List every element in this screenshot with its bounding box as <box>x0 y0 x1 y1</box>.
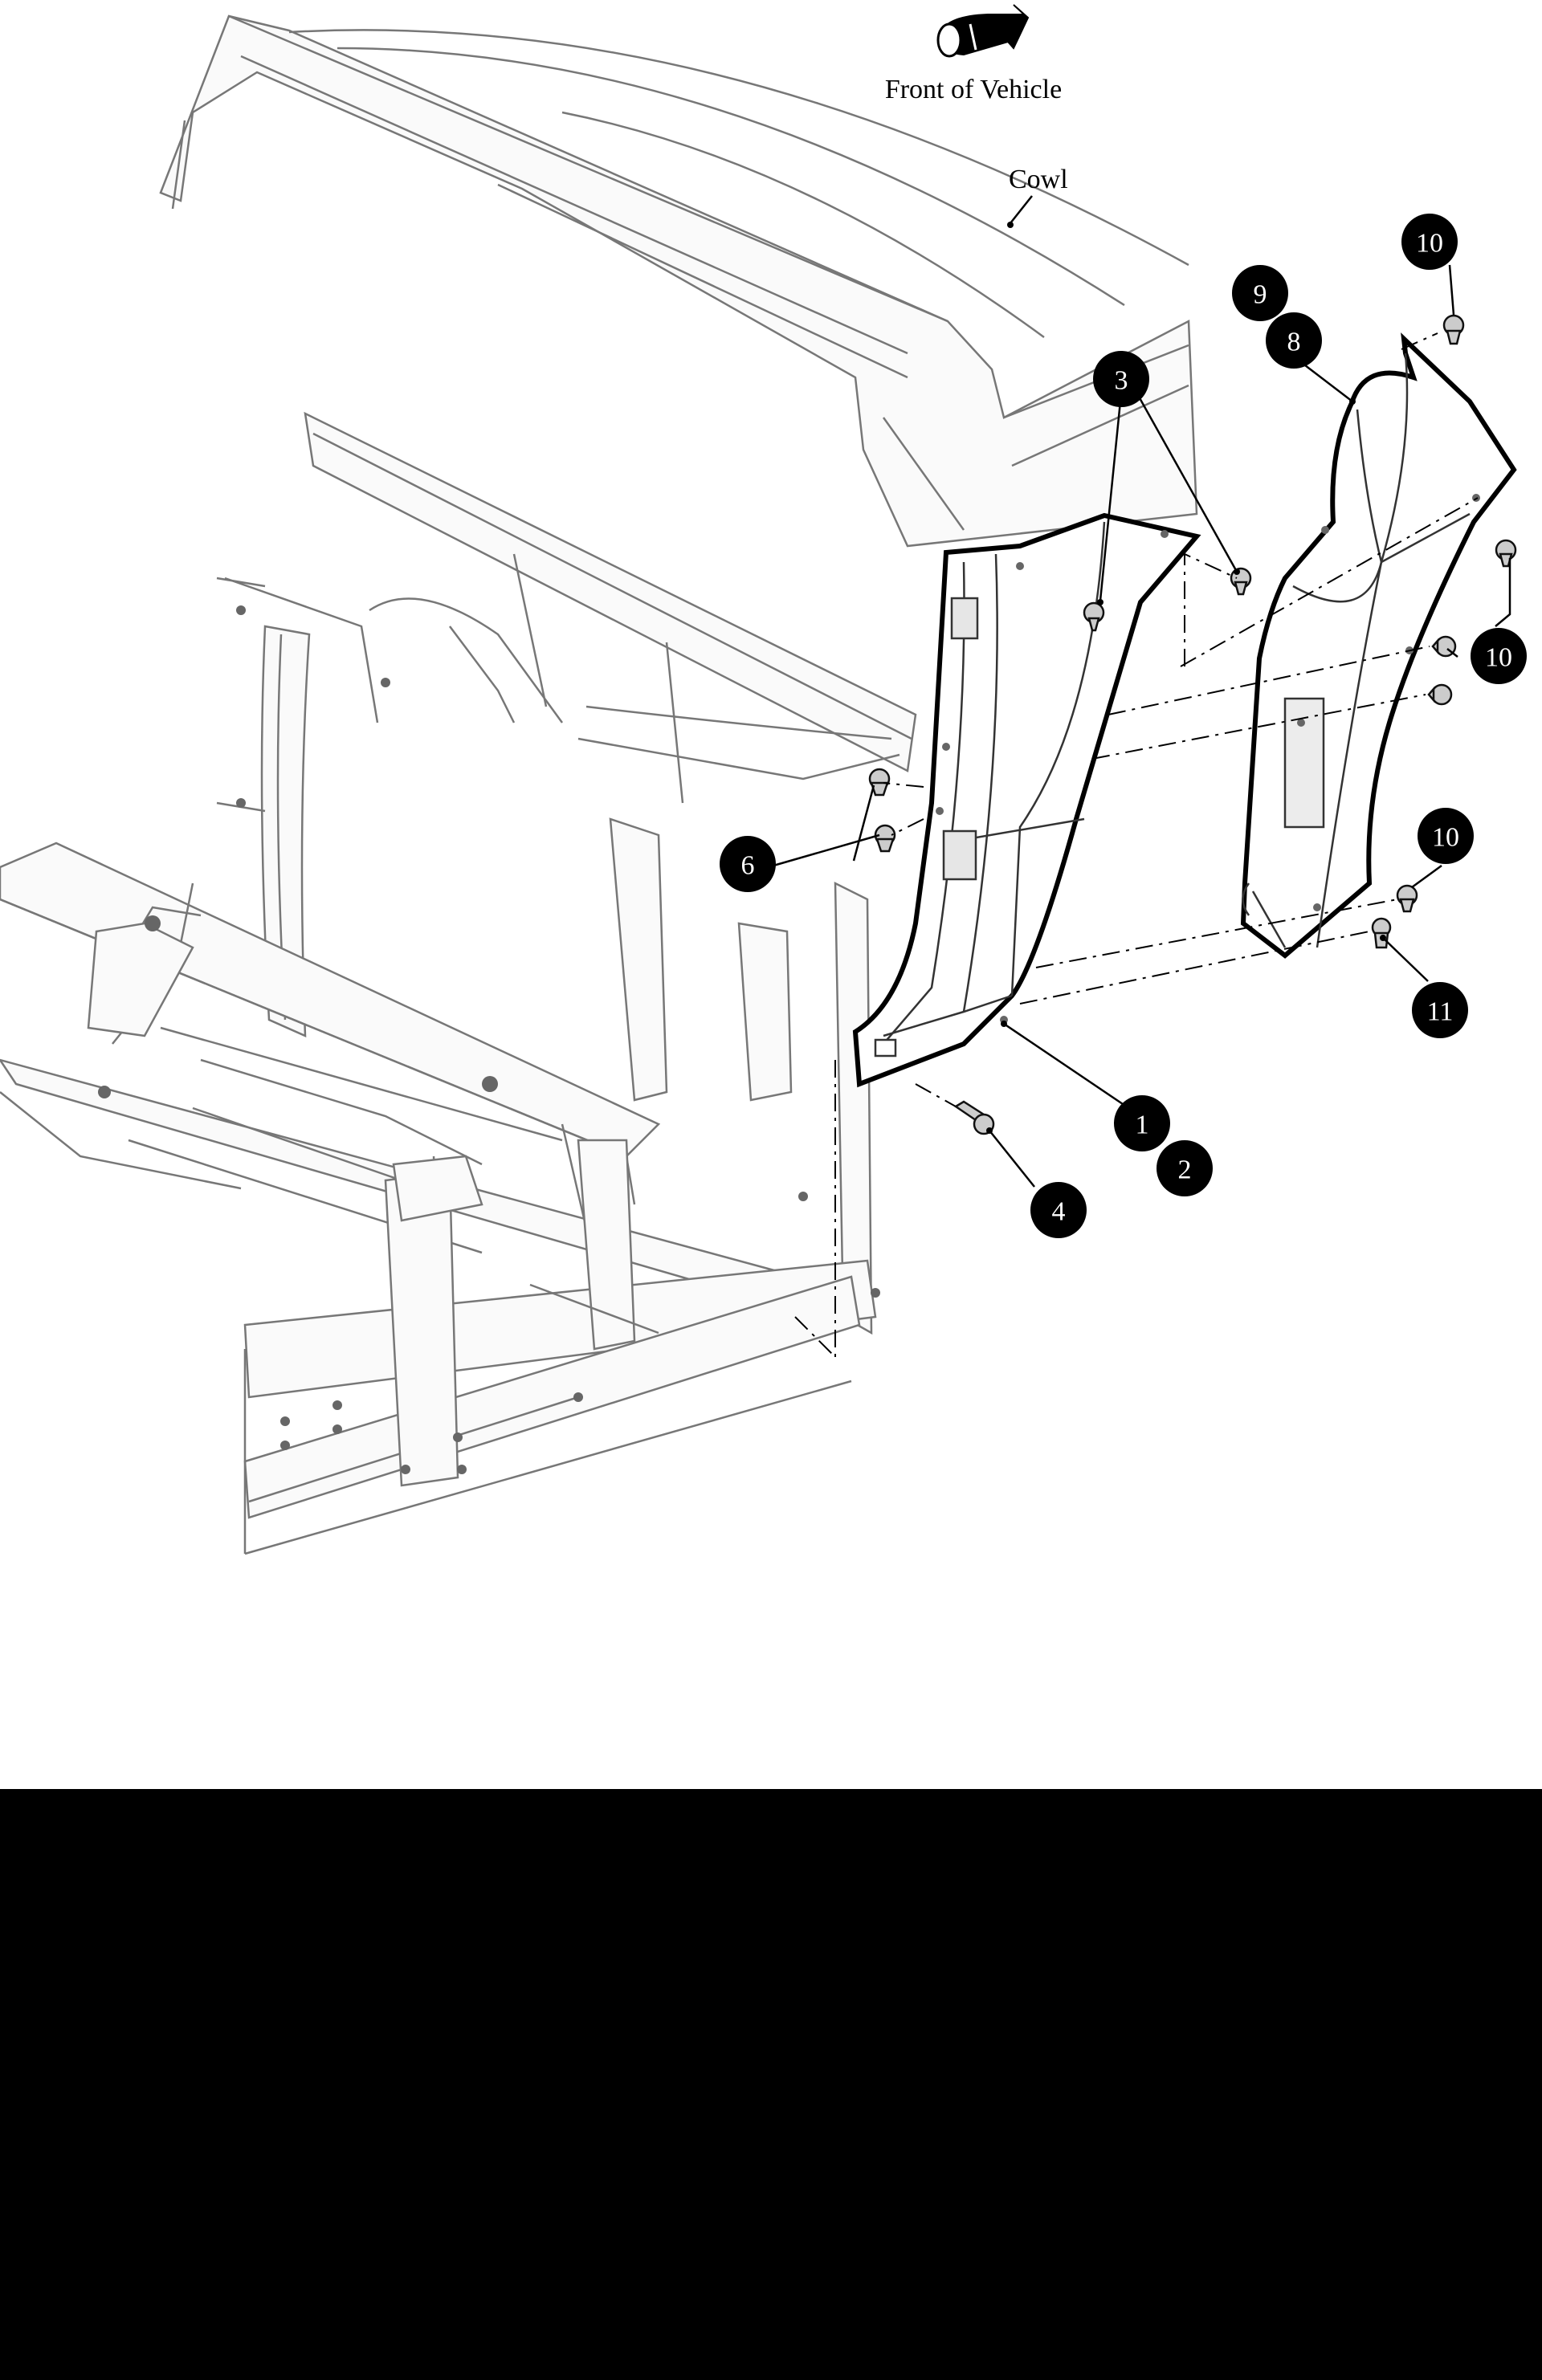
diagram-canvas: Front of Vehicle Cowl <box>0 4 1527 1555</box>
push-clip-10-mid-b <box>1427 683 1453 706</box>
svg-text:1: 1 <box>1136 1111 1149 1140</box>
push-clip-3-left <box>1083 601 1105 632</box>
push-clip-6-lower <box>874 824 896 853</box>
svg-text:4: 4 <box>1052 1197 1066 1227</box>
callout-9: 9 <box>1232 265 1288 321</box>
callout-1: 1 <box>1114 1095 1170 1151</box>
svg-text:10: 10 <box>1432 823 1459 853</box>
alignment-lines <box>794 332 1479 1358</box>
vehicle-frame <box>0 411 917 1555</box>
callout-11: 11 <box>1412 982 1468 1038</box>
callout-3: 3 <box>1093 351 1149 407</box>
cowl-part <box>159 14 1198 548</box>
front-of-vehicle-label: Front of Vehicle <box>885 75 1062 104</box>
svg-text:6: 6 <box>741 851 755 881</box>
svg-text:10: 10 <box>1416 229 1443 259</box>
cowl-label: Cowl <box>1009 165 1068 194</box>
push-clip-10-lower <box>1396 884 1418 913</box>
svg-text:3: 3 <box>1115 366 1128 396</box>
callout-2: 2 <box>1156 1140 1213 1196</box>
svg-text:8: 8 <box>1287 328 1301 357</box>
push-clip-10-top <box>1442 314 1465 345</box>
svg-text:2: 2 <box>1178 1155 1192 1185</box>
svg-text:11: 11 <box>1427 997 1454 1027</box>
callout-8: 8 <box>1266 312 1322 369</box>
exploded-parts-diagram: Front of Vehicle Cowl <box>0 0 1542 1789</box>
fasteners <box>868 314 1517 1135</box>
callout-leaders <box>773 264 1511 1188</box>
svg-text:10: 10 <box>1485 643 1512 673</box>
push-clip-10-side-upper <box>1495 539 1517 568</box>
bottom-black-band <box>0 1789 1542 2380</box>
panel-part-1-2 <box>852 512 1201 1088</box>
callout-6: 6 <box>720 836 776 892</box>
svg-text:9: 9 <box>1254 280 1267 310</box>
cowl-leader-line <box>1010 195 1033 224</box>
callout-10-top: 10 <box>1401 214 1458 270</box>
callout-10-lower: 10 <box>1418 808 1474 864</box>
front-of-vehicle-arrow-icon <box>936 4 1030 58</box>
callout-10-middle: 10 <box>1471 628 1527 684</box>
callout-4: 4 <box>1030 1182 1087 1238</box>
